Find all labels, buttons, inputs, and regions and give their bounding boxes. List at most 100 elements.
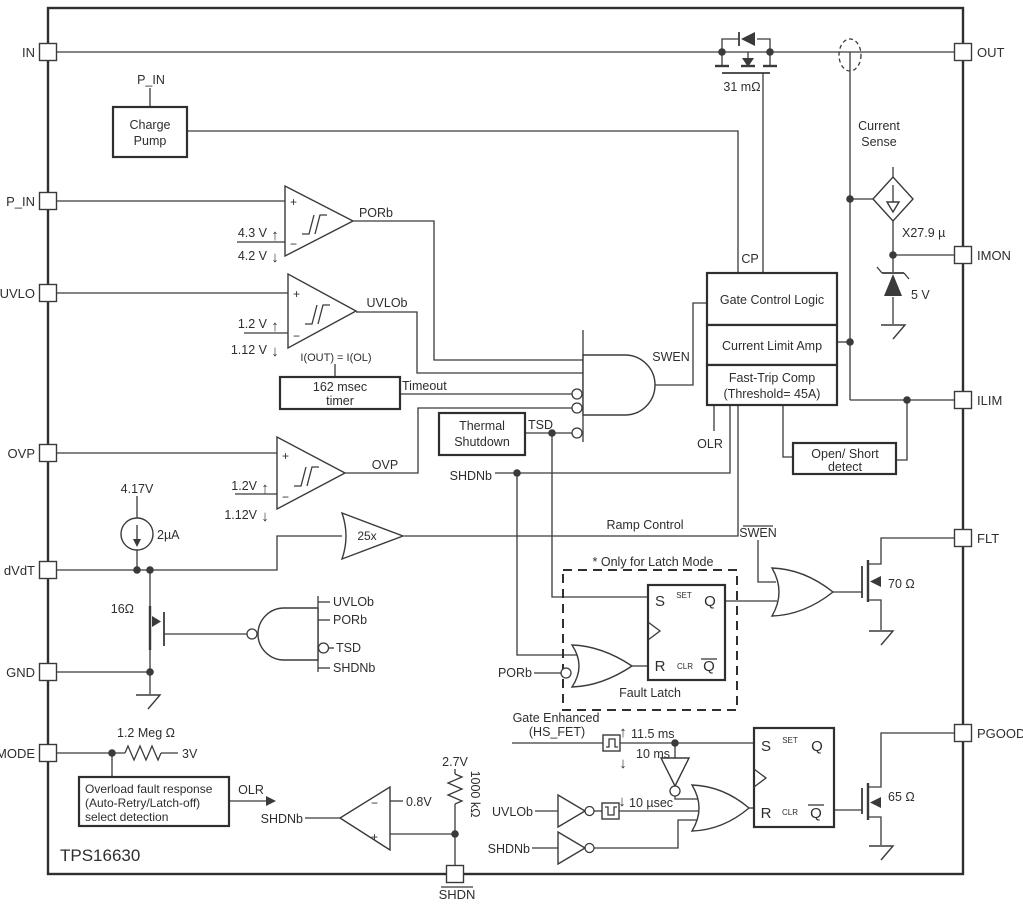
junction-dots (108, 48, 911, 838)
mode-section: 1.2 Meg Ω 3V Overload fault response (Au… (77, 726, 432, 852)
fast-trip-label: Fast-Trip Comp (729, 371, 815, 385)
open-short-line1: Open/ Short (811, 447, 879, 461)
shdnb-mid-label: SHDNb (450, 469, 492, 483)
pgood-fet-label: 65 Ω (888, 790, 915, 804)
delay-box-icon (602, 734, 621, 752)
sense-gain-label: X27.9 µ (902, 226, 945, 240)
rise-arrow-icon: ↑ (271, 227, 279, 244)
minus-sign: − (293, 329, 300, 343)
latch-clr: CLR (782, 808, 798, 817)
resistor-icon (124, 744, 162, 762)
swen-label: SWEN (652, 350, 690, 364)
porb-or-input: PORb (498, 666, 532, 680)
overload-line3: select detection (85, 810, 168, 824)
shdnb-inv-label: SHDNb (488, 842, 530, 856)
sense-loop-icon (838, 38, 862, 72)
body-arrow-icon (742, 58, 754, 67)
gate-control-block: Gate Control Logic Current Limit Amp Fas… (697, 271, 839, 451)
or-gate-reset (570, 644, 634, 688)
nand-in-tsd: TSD (336, 641, 361, 655)
latch-clr: CLR (677, 662, 693, 671)
chip-outline (46, 6, 965, 876)
current-2ua-label: 2µA (157, 528, 180, 542)
por-rise-label: 4.3 V (238, 226, 268, 240)
pins: IN P_IN UVLO OVP dVdT GND MODE OUT IMON … (0, 42, 1023, 902)
charge-pump-input-label: P_IN (137, 73, 165, 87)
shdn-section: 2.7V 1000 kΩ (442, 755, 482, 817)
zener-icon (884, 274, 902, 296)
current-sense-line2: Sense (861, 135, 896, 149)
plus-sign: + (282, 449, 289, 463)
latch-s: S (655, 593, 665, 610)
latch-mode-dashed-box (562, 569, 738, 711)
uvlo-fall-label: 1.12 V (231, 343, 268, 357)
cap-voltage-label: 4.17V (121, 482, 154, 496)
shdn-res-label: 1000 kΩ (468, 771, 482, 818)
diode-icon (741, 32, 755, 46)
ref-label: 0.8V (406, 795, 432, 809)
ground-icon (869, 630, 895, 646)
inverter-icon (557, 830, 587, 866)
or-gate-flt (770, 567, 835, 617)
latch-r: R (761, 805, 772, 822)
pin-dvdt (38, 560, 58, 580)
pin-label-pgood: PGOOD (977, 726, 1023, 741)
minus-sign: − (371, 796, 378, 810)
ovp-out-label: OVP (372, 458, 398, 472)
latch-set: SET (676, 591, 692, 600)
t-deglitch-label: 10 µsec (629, 796, 673, 810)
wires (57, 38, 954, 866)
body-arrow-icon (152, 616, 161, 627)
uvlo-rise-label: 1.2 V (238, 317, 268, 331)
mode-pullup-label: 3V (182, 747, 198, 761)
porb-label: PORb (359, 206, 393, 220)
t-on-label: 11.5 ms (631, 727, 675, 741)
swen-bar-label: SWEN (739, 526, 777, 540)
deglitch-box-icon (601, 802, 620, 820)
plus-sign: + (371, 830, 378, 844)
current-sense-line1: Current (858, 119, 900, 133)
fet-rds-label: 31 mΩ (723, 80, 760, 94)
pin-ilim (953, 390, 973, 410)
minus-sign: − (282, 490, 289, 504)
hysteresis-icon (302, 214, 327, 235)
latch-r: R (655, 658, 666, 675)
fall-arrow-icon: ↓ (271, 249, 279, 266)
pin-out (953, 42, 973, 62)
inverter-icon (557, 793, 587, 829)
timer-line1: 162 msec (313, 380, 367, 394)
inverter-down-icon (659, 757, 691, 788)
clock-icon (753, 768, 768, 788)
fault-latch-caption: Fault Latch (619, 686, 681, 700)
cp-label: CP (741, 252, 758, 266)
latch-mode-note: * Only for Latch Mode (593, 555, 714, 569)
pgood-section: Gate Enhanced (HS_FET) ↑ 11.5 ms ↓ 10 ms… (488, 711, 915, 866)
pin-label-gnd: GND (6, 665, 35, 680)
current-arrow-icon (133, 539, 141, 547)
pin-ovp (38, 443, 58, 463)
ramp-control-label: Ramp Control (606, 518, 683, 532)
nand-in-shdnb: SHDNb (333, 661, 375, 675)
pin-in (38, 42, 58, 62)
ground-icon (136, 694, 162, 710)
pin-label-mode: MODE (0, 746, 35, 761)
uvlob-inv-label: UVLOb (492, 805, 533, 819)
nand-gate: UVLOb PORb TSD SHDNb (246, 595, 375, 675)
charge-pump-line1: Charge (130, 118, 171, 132)
pin-pin (38, 191, 58, 211)
zener-label: 5 V (911, 288, 930, 302)
or-gate-pgood (690, 784, 751, 832)
clock-icon (647, 621, 662, 641)
olr-block-label: OLR (697, 437, 723, 451)
tsd-label: TSD (528, 418, 553, 432)
latch-qbar: Q (810, 805, 822, 822)
pin-mode (38, 743, 58, 763)
current-sense: Current Sense X27.9 µ 5 V (838, 38, 945, 340)
rise-arrow-icon: ↑ (271, 318, 279, 335)
pin-label-pin: P_IN (6, 194, 35, 209)
current-limit-label: Current Limit Amp (722, 339, 822, 353)
comparator-uvlo: + − 1.2 V ↑ 1.12 V ↓ UVLOb (231, 272, 408, 360)
shdn-supply-label: 2.7V (442, 755, 468, 769)
power-fet: 31 mΩ (715, 32, 777, 94)
pin-label-imon: IMON (977, 248, 1011, 263)
